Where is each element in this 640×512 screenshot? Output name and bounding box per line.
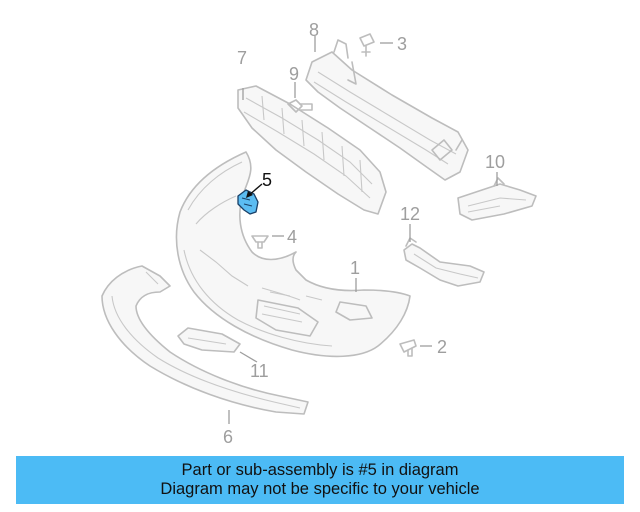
part-5-bracket-highlighted [237, 189, 259, 215]
callout-5-highlighted: 5 [262, 170, 272, 190]
callout-12: 12 [400, 204, 420, 224]
part-2-clip [399, 339, 417, 357]
part-4-push-retainer [251, 235, 269, 249]
callout-11: 11 [250, 361, 269, 381]
callout-labels: 1 2 3 4 5 6 7 8 9 10 11 12 [223, 20, 505, 447]
callout-8: 8 [309, 20, 319, 40]
callout-3: 3 [397, 34, 407, 54]
part-9-fastener [287, 99, 313, 113]
callout-10: 10 [485, 152, 505, 172]
part-10-side-bracket [457, 177, 537, 221]
part-12-guide-bracket [403, 237, 485, 287]
part-11-grille-insert [177, 327, 241, 353]
banner-line-1: Part or sub-assembly is #5 in diagram [181, 461, 459, 479]
part-1-bumper-cover [175, 151, 411, 358]
part-7-energy-absorber [237, 85, 387, 215]
callout-4: 4 [287, 227, 297, 247]
callout-7: 7 [237, 48, 247, 68]
part-6-lower-spoiler [101, 265, 309, 415]
disclaimer-banner: Part or sub-assembly is #5 in diagram Di… [16, 456, 624, 504]
banner-line-2: Diagram may not be specific to your vehi… [160, 480, 480, 498]
parts-diagram: 1 2 3 4 5 6 7 8 9 10 11 12 [101, 20, 537, 447]
callout-1: 1 [350, 258, 360, 278]
leader-lines [228, 36, 498, 424]
callout-9: 9 [289, 64, 299, 84]
callout-6: 6 [223, 427, 233, 447]
part-3-bolt [359, 33, 375, 57]
part-8-reinforcement-bar [305, 39, 469, 181]
callout-2: 2 [437, 337, 447, 357]
